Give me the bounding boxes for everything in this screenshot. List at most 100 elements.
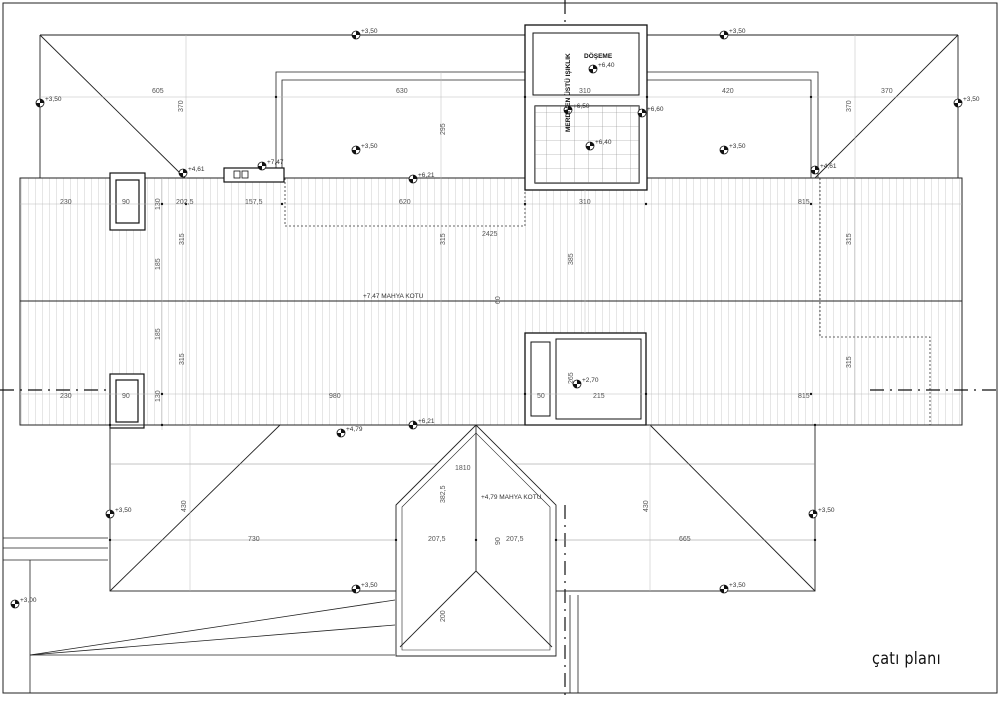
level-marker: +3,50 bbox=[808, 507, 835, 519]
label-mahya-lower: +4,79 MAHYA KOTU bbox=[481, 494, 542, 501]
dim-130a: 130 bbox=[155, 198, 162, 210]
level-marker: +3,50 bbox=[719, 28, 746, 40]
dim-1575: 157,5 bbox=[245, 199, 263, 206]
level-marker-text: +3,50 bbox=[361, 28, 378, 35]
terrace-block bbox=[223, 167, 285, 183]
dim-230b: 230 bbox=[60, 393, 72, 400]
dim-315a: 315 bbox=[179, 233, 186, 245]
dim-370b: 370 bbox=[881, 88, 893, 95]
neighbor-structure bbox=[3, 537, 579, 693]
level-marker-text: +3,50 bbox=[729, 143, 746, 150]
upper-hip-roof bbox=[39, 34, 959, 179]
level-marker: +4,61 bbox=[810, 163, 837, 175]
dim-310b: 310 bbox=[579, 199, 591, 206]
level-marker: +3,50 bbox=[35, 96, 62, 108]
dim-60: 60 bbox=[495, 296, 502, 304]
level-marker: +6,40 bbox=[588, 62, 615, 74]
level-marker-text: +3,50 bbox=[361, 143, 378, 150]
level-marker: +3,50 bbox=[351, 143, 378, 155]
dim-310a: 310 bbox=[579, 88, 591, 95]
level-marker-text: +3,50 bbox=[963, 96, 980, 103]
dimension-texts: 605 370 630 295 310 420 370 370 230 90 1… bbox=[60, 88, 893, 622]
stair-box bbox=[524, 24, 648, 191]
level-marker-text: +6,21 bbox=[418, 172, 435, 179]
dim-130b: 130 bbox=[155, 390, 162, 402]
label-mahya-upper: +7,47 MAHYA KOTU bbox=[363, 293, 424, 300]
level-marker: +6,50 bbox=[563, 103, 590, 115]
level-marker-text: +6,40 bbox=[595, 139, 612, 146]
level-marker: +7,47 bbox=[257, 159, 284, 171]
dim-315d: 315 bbox=[846, 356, 853, 368]
dim-295: 295 bbox=[440, 123, 447, 135]
level-marker-text: +6,21 bbox=[418, 418, 435, 425]
level-marker-text: +3,50 bbox=[818, 507, 835, 514]
level-marker: +6,21 bbox=[408, 418, 435, 430]
level-marker: +3,50 bbox=[719, 143, 746, 155]
level-marker-text: +3,50 bbox=[115, 507, 132, 514]
level-marker-text: +3,50 bbox=[729, 582, 746, 589]
drawing-title: çatı planı bbox=[872, 649, 941, 669]
chimneys bbox=[109, 172, 146, 429]
dim-200: 200 bbox=[440, 610, 447, 622]
level-marker-text: +2,70 bbox=[582, 377, 599, 384]
level-marker: +3,50 bbox=[953, 96, 980, 108]
level-markers: +3,50 +3,50 +3,50 +3,50 +3,50 +3,50 +4,61 +4,61… bbox=[10, 28, 980, 609]
level-marker: +6,40 bbox=[585, 139, 612, 151]
dimension-ticks bbox=[108, 95, 817, 542]
dim-90a: 90 bbox=[122, 199, 130, 206]
dim-730: 730 bbox=[248, 536, 260, 543]
level-marker: +4,61 bbox=[178, 166, 205, 178]
dim-630: 630 bbox=[396, 88, 408, 95]
level-marker: +4,79 bbox=[336, 426, 363, 438]
level-marker-text: +6,40 bbox=[598, 62, 615, 69]
level-marker-text: +7,47 bbox=[267, 159, 284, 166]
dim-315b: 315 bbox=[846, 233, 853, 245]
dim-605: 605 bbox=[152, 88, 164, 95]
level-marker-text: +3,50 bbox=[729, 28, 746, 35]
level-marker-text: +3,00 bbox=[20, 597, 37, 604]
dim-370a: 370 bbox=[178, 100, 185, 112]
level-marker-text: +4,79 bbox=[346, 426, 363, 433]
dim-2075b: 207,5 bbox=[506, 536, 524, 543]
level-marker: +6,21 bbox=[408, 172, 435, 184]
dim-370c: 370 bbox=[846, 100, 853, 112]
terrace-parapet bbox=[275, 71, 819, 178]
dim-620: 620 bbox=[399, 199, 411, 206]
dimension-lines bbox=[20, 35, 962, 591]
level-marker-text: +4,61 bbox=[820, 163, 837, 170]
dim-185a: 185 bbox=[155, 258, 162, 270]
dim-420: 420 bbox=[722, 88, 734, 95]
dim-815a: 815 bbox=[798, 199, 810, 206]
level-marker: +3,50 bbox=[351, 582, 378, 594]
dim-230a: 230 bbox=[60, 199, 72, 206]
level-marker: +3,50 bbox=[719, 582, 746, 594]
level-marker-text: +3,50 bbox=[361, 582, 378, 589]
dim-430b: 430 bbox=[643, 500, 650, 512]
dim-815b: 815 bbox=[798, 393, 810, 400]
label-doseme: DÖŞEME bbox=[584, 51, 613, 60]
label-merdiven: MERDİVEN ÜSTÜ IŞIKLIK bbox=[563, 53, 572, 132]
dotted-lines bbox=[284, 178, 931, 425]
dim-90b: 90 bbox=[122, 393, 130, 400]
level-marker: +3,50 bbox=[105, 507, 132, 519]
level-marker-text: +6,50 bbox=[573, 103, 590, 110]
level-marker-text: +4,61 bbox=[188, 166, 205, 173]
dim-90c: 90 bbox=[495, 537, 502, 545]
dim-1810: 1810 bbox=[455, 465, 471, 472]
dim-2025: 202,5 bbox=[176, 199, 194, 206]
dim-665: 665 bbox=[679, 536, 691, 543]
level-marker: +2,70 bbox=[572, 377, 599, 389]
dim-980: 980 bbox=[329, 393, 341, 400]
dim-2425: 2425 bbox=[482, 231, 498, 238]
dim-315c: 315 bbox=[179, 353, 186, 365]
level-marker: +6,60 bbox=[637, 106, 664, 118]
level-marker: +3,50 bbox=[351, 28, 378, 40]
dim-2075a: 207,5 bbox=[428, 536, 446, 543]
dim-316: 315 bbox=[440, 233, 447, 245]
dim-50: 50 bbox=[537, 393, 545, 400]
level-marker-text: +3,50 bbox=[45, 96, 62, 103]
dim-3825: 382,5 bbox=[440, 485, 447, 503]
dim-215: 215 bbox=[593, 393, 605, 400]
dim-430a: 430 bbox=[181, 500, 188, 512]
